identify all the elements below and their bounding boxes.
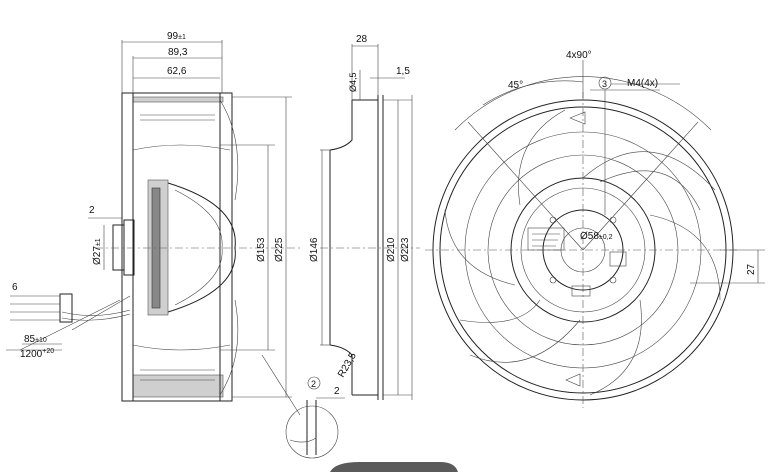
callout-3: 3 xyxy=(602,79,607,89)
dim-210: Ø210 xyxy=(386,237,397,262)
thread-m4: M4(4x) xyxy=(627,78,658,89)
dim-4-5: Ø4,5 xyxy=(348,72,358,92)
dim-223: Ø223 xyxy=(400,237,411,262)
dim-27: 27 xyxy=(746,263,757,275)
dim-detail-2: 2 xyxy=(334,386,340,397)
dim-45: 45° xyxy=(508,80,523,91)
dim-4x90: 4x90° xyxy=(566,50,592,61)
side-view: 99±1 89,3 62,6 2 Ø27±1 6 85±10 1200+20 Ø… xyxy=(6,31,300,402)
dim-99: 99±1 xyxy=(167,31,186,42)
dim-153: Ø153 xyxy=(256,237,267,262)
dim-wire-85: 85±10 xyxy=(24,334,47,345)
dim-wire-1200: 1200+20 xyxy=(20,348,54,360)
dim-1-5: 1,5 xyxy=(396,66,410,77)
dim-225: Ø225 xyxy=(274,237,285,262)
dim-bore: Ø58±0,2 xyxy=(580,231,613,242)
dim-2: 2 xyxy=(89,205,95,216)
dim-r23-5: R23,5 xyxy=(336,351,359,380)
detail-callout: 2 xyxy=(311,379,316,389)
front-view: 4x90° 45° 3 M4(4x) Ø58±0,2 27 xyxy=(425,50,765,408)
dim-28: 28 xyxy=(356,34,368,45)
bottom-overlay-shape xyxy=(330,462,458,472)
dim-89: 89,3 xyxy=(168,47,188,58)
dim-hub: Ø27±1 xyxy=(92,238,103,265)
side-housing xyxy=(121,92,233,402)
inlet-section-view: Ø146 28 Ø4,5 1,5 Ø210 Ø223 R23,5 2 2 xyxy=(261,34,420,459)
dim-62: 62,6 xyxy=(167,66,187,77)
dim-146: Ø146 xyxy=(309,237,320,262)
dim-wire-6: 6 xyxy=(12,282,18,293)
